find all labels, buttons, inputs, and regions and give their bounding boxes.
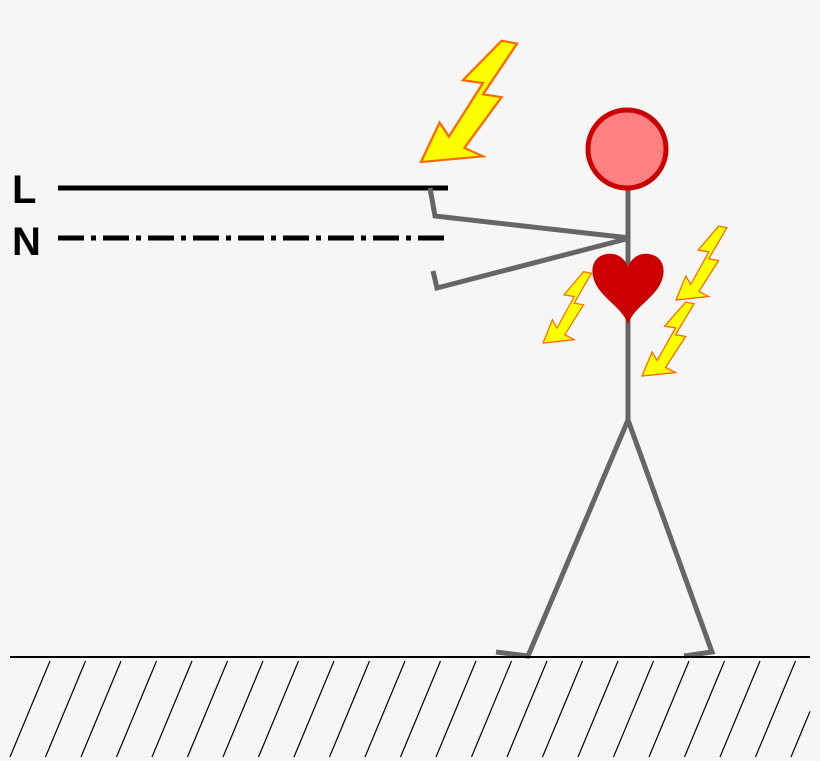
hatch-line [186, 660, 229, 758]
live-label: L [12, 168, 36, 212]
hatch-line [612, 660, 655, 758]
lightning-bolt-icon [641, 301, 695, 377]
heart-icon [592, 253, 664, 325]
left-leg [495, 419, 631, 659]
hatch-line [257, 660, 300, 758]
hatch-line [293, 660, 335, 758]
hatch-line [790, 711, 811, 758]
lower-arm [430, 235, 631, 292]
hatch-line [364, 660, 406, 758]
head [585, 107, 669, 191]
hatch-line [435, 660, 477, 758]
hatch-line [683, 660, 726, 758]
hatch-line [115, 660, 158, 758]
neutral-label: N [12, 220, 41, 264]
hatch-line [648, 660, 690, 758]
hatch-line [44, 660, 87, 758]
hatch-line [151, 660, 193, 758]
hatch-line [506, 660, 548, 758]
hatch-line [80, 660, 122, 758]
ground-hatch [9, 656, 811, 758]
conductor-neutral: N [12, 220, 448, 264]
right-leg [625, 419, 716, 659]
stick-figure-person [427, 187, 716, 659]
lightning-bolt-icon [542, 270, 592, 344]
hatch-line [9, 660, 51, 758]
hatch-line [754, 660, 797, 758]
hatch-line [719, 660, 761, 758]
hatch-line [222, 660, 264, 758]
hatch-line [541, 660, 584, 758]
hatch-line [328, 660, 371, 758]
conductor-live: L [12, 168, 448, 212]
lightning-bolt-icon [675, 225, 728, 301]
lightning-bolt-icon [419, 39, 519, 164]
hatch-line [399, 660, 442, 758]
hatch-line [470, 660, 513, 758]
upper-arm [427, 187, 631, 241]
hatch-line [577, 660, 619, 758]
